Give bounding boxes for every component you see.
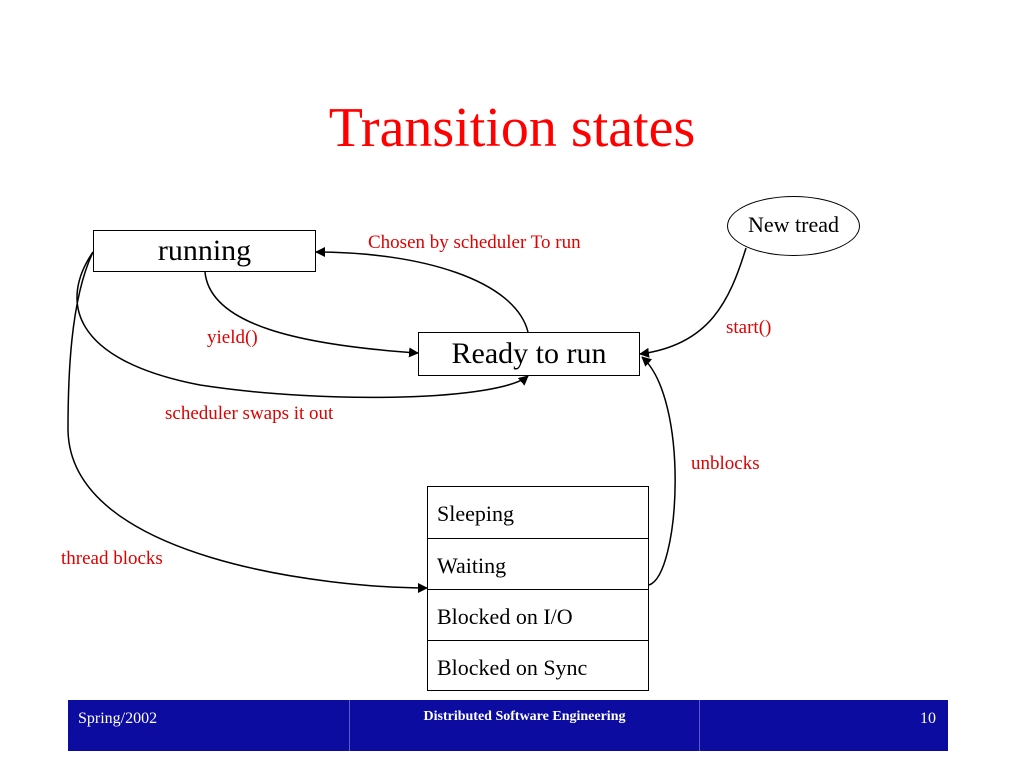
slide-footer: Spring/2002 Distributed Software Enginee… (68, 700, 948, 751)
blocked-state-row: Waiting (428, 538, 648, 589)
footer-date: Spring/2002 (68, 700, 350, 751)
state-ready-to-run: Ready to run (418, 332, 640, 376)
arrow-start (639, 247, 747, 358)
footer-course-title: Distributed Software Engineering (423, 709, 626, 724)
blocked-state-row: Blocked on I/O (428, 589, 648, 640)
arrow-chosen-by-scheduler (315, 247, 529, 333)
transition-arrows (67, 247, 747, 593)
label-thread-blocks: thread blocks (61, 548, 163, 569)
label-yield: yield() (207, 327, 258, 348)
footer-page-number: 10 (920, 710, 936, 727)
slide-title: Transition states (328, 97, 696, 159)
blocked-state-row: Blocked on Sync (428, 640, 648, 691)
label-start: start() (726, 317, 772, 338)
state-new-thread: New tread (727, 196, 860, 256)
arrow-yield (204, 271, 419, 358)
state-running: running (93, 230, 316, 272)
label-chosen-by-scheduler: Chosen by scheduler To run (368, 232, 581, 253)
label-unblocks: unblocks (691, 453, 760, 474)
arrow-unblocks (641, 356, 676, 586)
footer-course: Distributed Software Engineering (350, 700, 700, 751)
label-scheduler-swaps: scheduler swaps it out (165, 403, 334, 424)
blocked-states-table: Sleeping Waiting Blocked on I/O Blocked … (427, 486, 649, 691)
blocked-state-row: Sleeping (437, 501, 514, 526)
arrow-thread-blocks (67, 251, 428, 593)
